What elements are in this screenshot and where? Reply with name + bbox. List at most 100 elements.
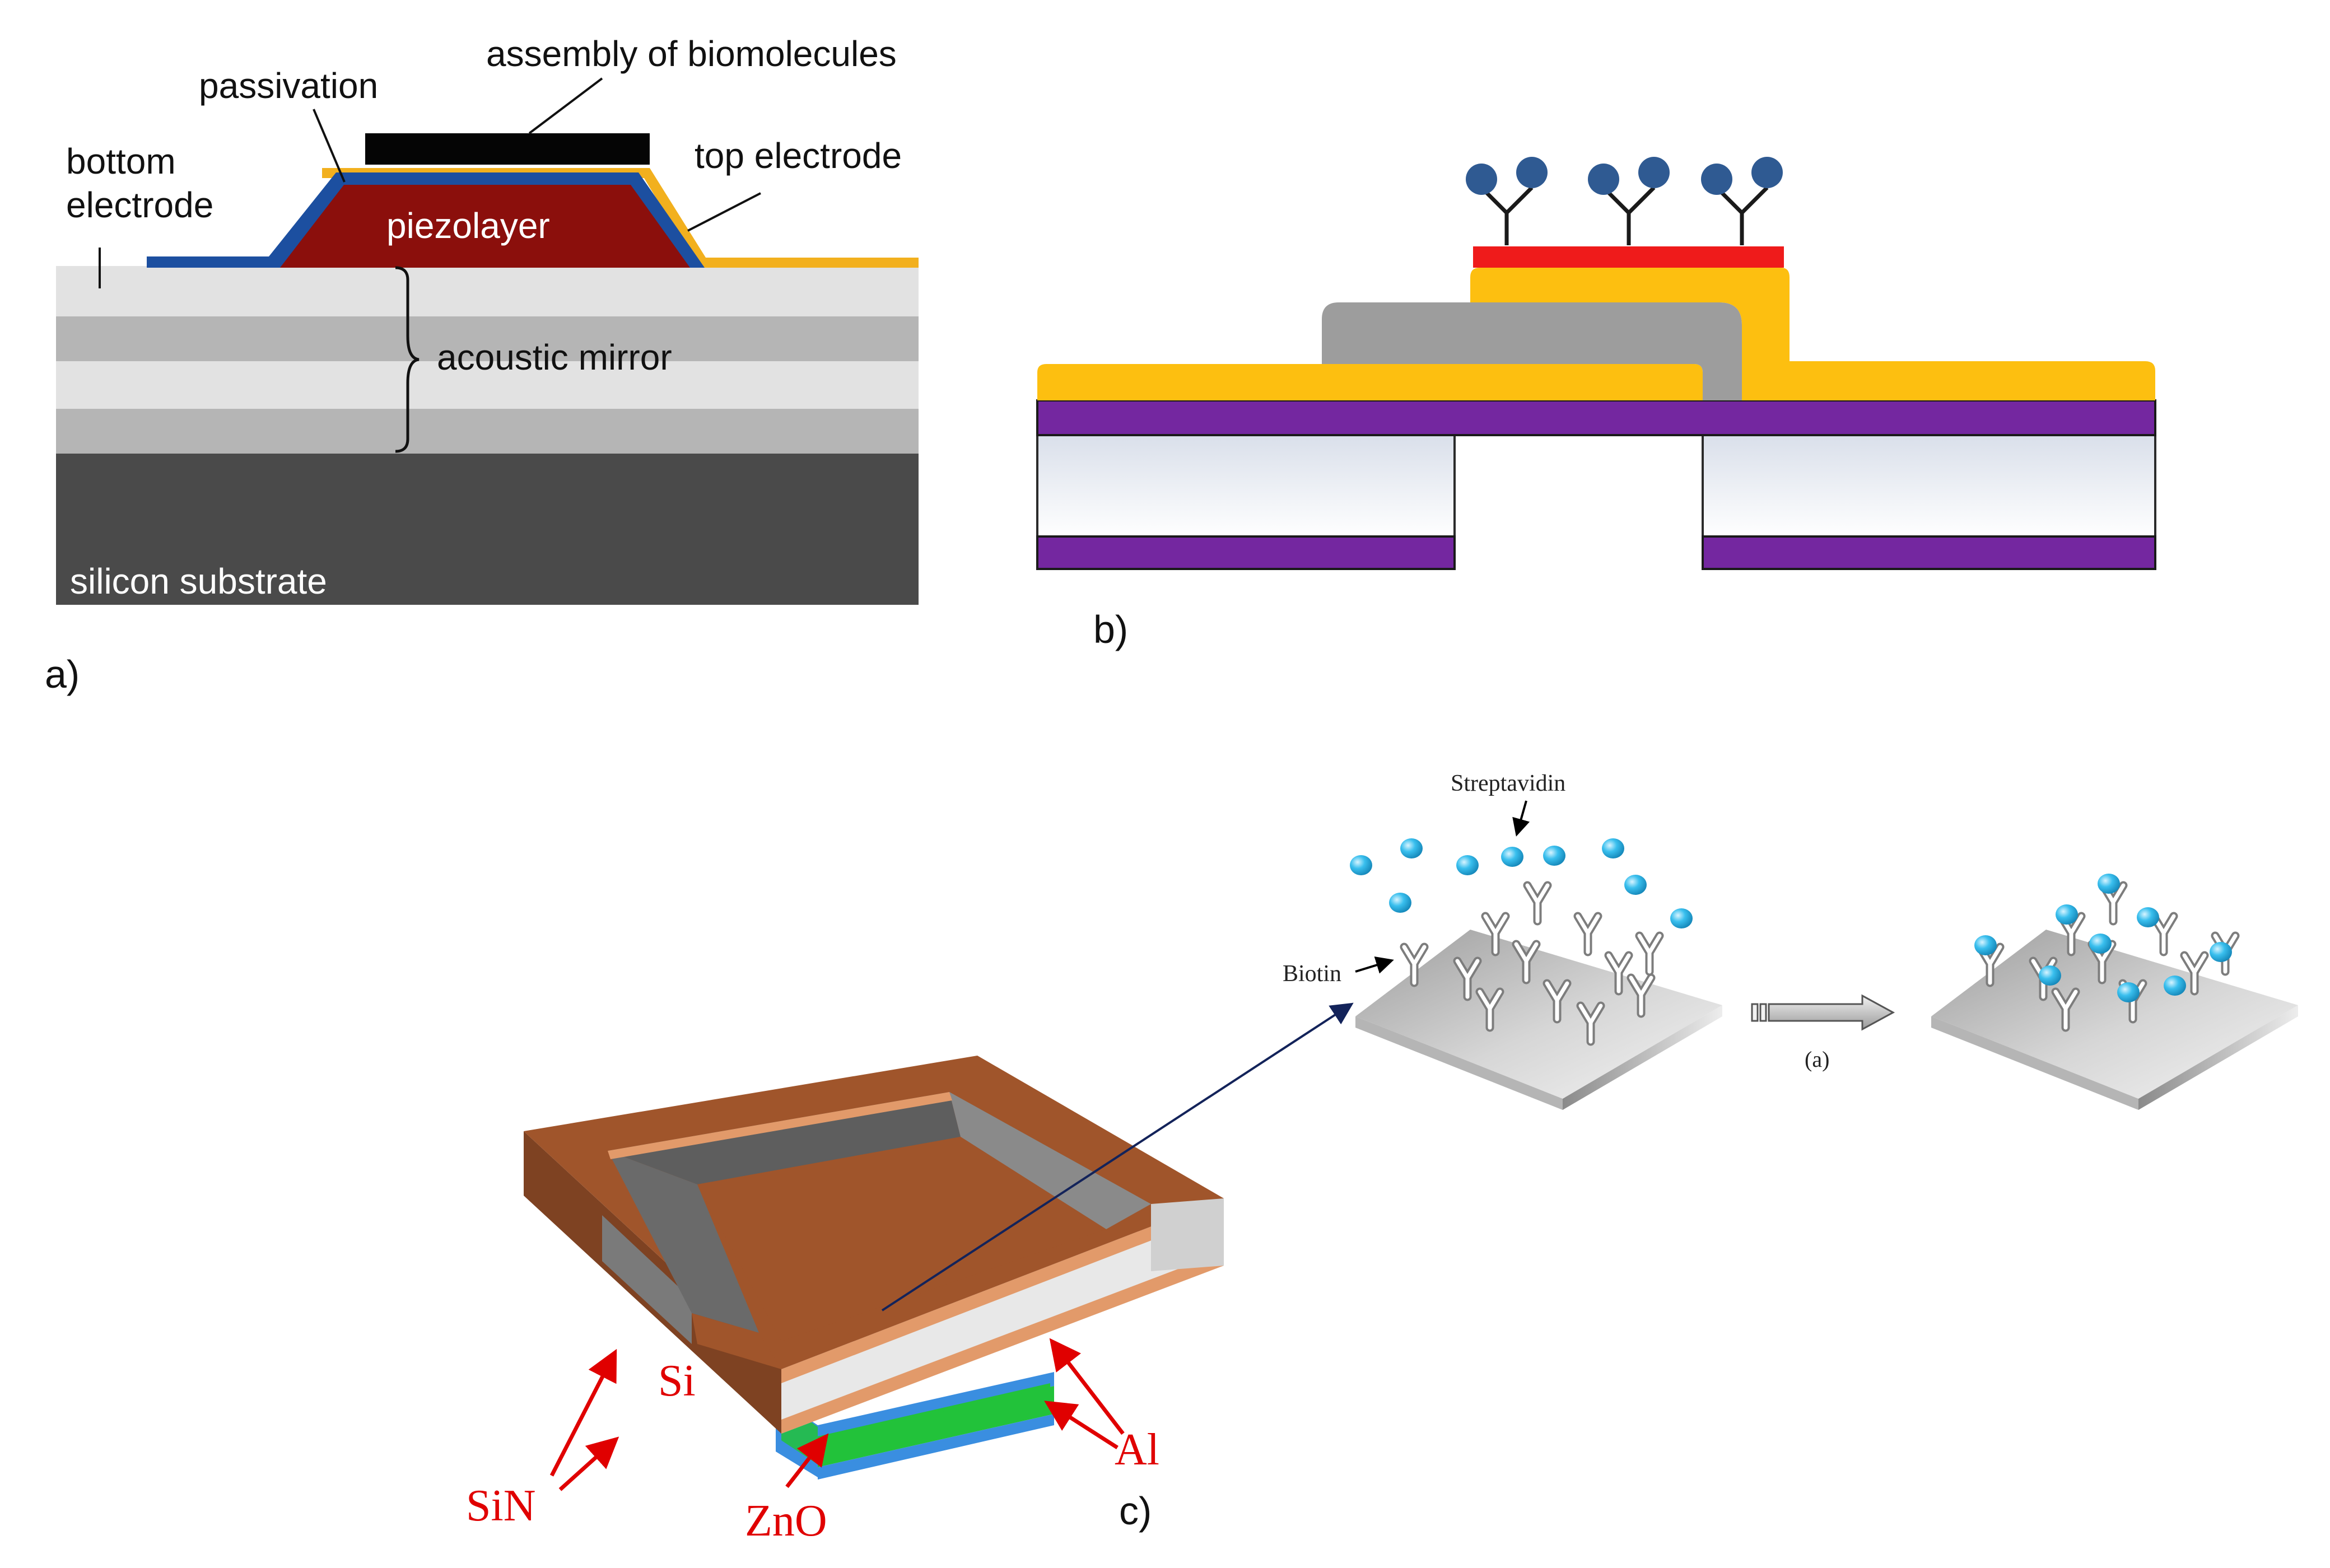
- bottom-electrode-label-line-2: electrode: [66, 185, 213, 225]
- bound-plate-right-edge: [2138, 1005, 2298, 1110]
- bound-streptavidin: [1974, 935, 1997, 955]
- biotin-molecule: [1639, 936, 1660, 972]
- chip-front-sin-bottom: [781, 1252, 1224, 1434]
- silicon-substrate-layer: [56, 454, 919, 605]
- acoustic-mirror-layer-2: [56, 316, 919, 361]
- bound-plate-top: [1931, 930, 2298, 1099]
- membrane-floor: [697, 1137, 1106, 1341]
- zoom-arrow: [881, 1002, 1354, 1312]
- zno-pointer: [785, 1433, 829, 1488]
- bound-plate: [1931, 874, 2298, 1110]
- sin-label: SiN: [466, 1481, 536, 1530]
- assembly-leader-line: [528, 77, 603, 134]
- streptavidin-pointer: [1512, 800, 1530, 837]
- cavity-right-wall: [949, 1092, 1151, 1229]
- assembly-label: assembly of biomolecules: [486, 34, 897, 74]
- antibody-2: [1588, 157, 1670, 245]
- bound-streptavidin: [2164, 976, 2186, 996]
- substrate-block-left: [1036, 433, 1456, 539]
- bound-plate-front-edge: [1931, 1016, 2138, 1110]
- sin-layer-top-edge: [608, 1092, 952, 1159]
- biotin-plate-top: [1355, 930, 1722, 1099]
- process-arrow: (a): [1751, 994, 1895, 1072]
- streptavidin-molecule: [1501, 847, 1523, 867]
- piezoelectric-layer: [1322, 302, 1742, 400]
- acoustic-mirror-brace: [395, 266, 420, 453]
- passivation-label: passivation: [199, 66, 378, 106]
- biotin-plate-front-edge: [1355, 1016, 1563, 1110]
- antibody-head: [1588, 164, 1619, 195]
- antibody-head: [1516, 157, 1548, 188]
- acoustic-mirror-layer-1: [56, 266, 919, 319]
- biomolecule-assembly-layer: [365, 133, 650, 165]
- biotin-label: Biotin: [1283, 961, 1341, 987]
- piezolayer-label: piezolayer: [386, 206, 550, 246]
- biotin-plate: Streptavidin Biotin: [1283, 771, 1722, 1110]
- streptavidin-molecule: [1670, 908, 1693, 928]
- streptavidin-molecule: [1350, 855, 1372, 875]
- cavity-left-wall: [608, 1151, 759, 1333]
- zno-label: ZnO: [745, 1496, 827, 1546]
- cavity-back-wall: [608, 1092, 961, 1184]
- panel-a-caption: a): [45, 652, 80, 696]
- streptavidin-molecule: [1389, 893, 1411, 913]
- biotin-plate-right-edge: [1563, 1005, 1722, 1110]
- si-label: Si: [658, 1356, 696, 1406]
- bound-streptavidin: [2210, 942, 2232, 962]
- antibody-1: [1466, 157, 1548, 245]
- bottom-membrane-right: [1702, 535, 2156, 570]
- acoustic-mirror-label: acoustic mirror: [437, 337, 672, 377]
- cavity-front-lip: [692, 1313, 781, 1369]
- bound-streptavidin: [2117, 982, 2140, 1002]
- biotin-pointer: [1355, 956, 1394, 974]
- chip-front-face: [781, 1198, 1224, 1434]
- bound-streptavidin: [2137, 907, 2159, 927]
- biorecognition-layer: [1473, 246, 1784, 268]
- acoustic-mirror-layer-4: [56, 409, 919, 454]
- streptavidin-molecule: [1543, 846, 1565, 866]
- process-step-label: (a): [1805, 1047, 1829, 1072]
- streptavidin-label: Streptavidin: [1451, 771, 1565, 796]
- fbar-3d-device: [524, 1056, 1224, 1480]
- streptavidin-molecule: [1400, 838, 1423, 858]
- panel-b: b): [1036, 157, 2156, 651]
- al-pointer-top: [1049, 1338, 1125, 1435]
- panel-c-caption: c): [1119, 1489, 1152, 1533]
- al-pointer-bottom: [1044, 1401, 1119, 1449]
- al-label: Al: [1115, 1425, 1159, 1474]
- bottom-electrode-label-line-1: bottom: [66, 141, 176, 181]
- acoustic-mirror-layer-3: [56, 361, 919, 409]
- bound-streptavidin: [2098, 874, 2120, 894]
- al-electrode-top: [818, 1414, 1054, 1480]
- passivation-leader-line: [313, 109, 346, 183]
- streptavidin-molecule: [1456, 855, 1479, 875]
- antibody-head: [1466, 164, 1497, 195]
- support-membrane: [1036, 399, 2156, 436]
- silicon-substrate-label: silicon substrate: [70, 561, 327, 601]
- sin-pointer-bottom: [558, 1436, 619, 1491]
- biotin-molecule: [1527, 885, 1548, 921]
- streptavidin-molecule: [1624, 875, 1647, 895]
- streptavidin-molecule: [1602, 838, 1624, 858]
- biotin-molecule: [1578, 916, 1598, 952]
- piezolayer-body: [280, 185, 690, 268]
- antibody-head: [1638, 157, 1670, 188]
- chip-front-copper: [781, 1198, 1224, 1383]
- sin-pointer-top: [549, 1348, 617, 1477]
- chip-right-face: [1151, 1198, 1224, 1271]
- bottom-membrane-left: [1036, 535, 1456, 570]
- antibody-3: [1701, 157, 1783, 245]
- panel-a: assembly of biomolecules passivation bot…: [45, 34, 919, 696]
- antibody-head: [1751, 157, 1783, 188]
- top-electrode: [1470, 268, 2155, 400]
- antibody-head: [1701, 164, 1732, 195]
- top-electrode-leader-line: [687, 192, 761, 232]
- chip-left-face-si: [602, 1215, 692, 1344]
- bound-streptavidin: [2056, 904, 2078, 925]
- bottom-electrode: [1037, 364, 1703, 400]
- bound-streptavidin: [2089, 934, 2112, 954]
- panel-c: Streptavidin Biotin (a): [466, 771, 2298, 1546]
- top-electrode-label: top electrode: [695, 136, 902, 176]
- panel-b-caption: b): [1093, 608, 1128, 651]
